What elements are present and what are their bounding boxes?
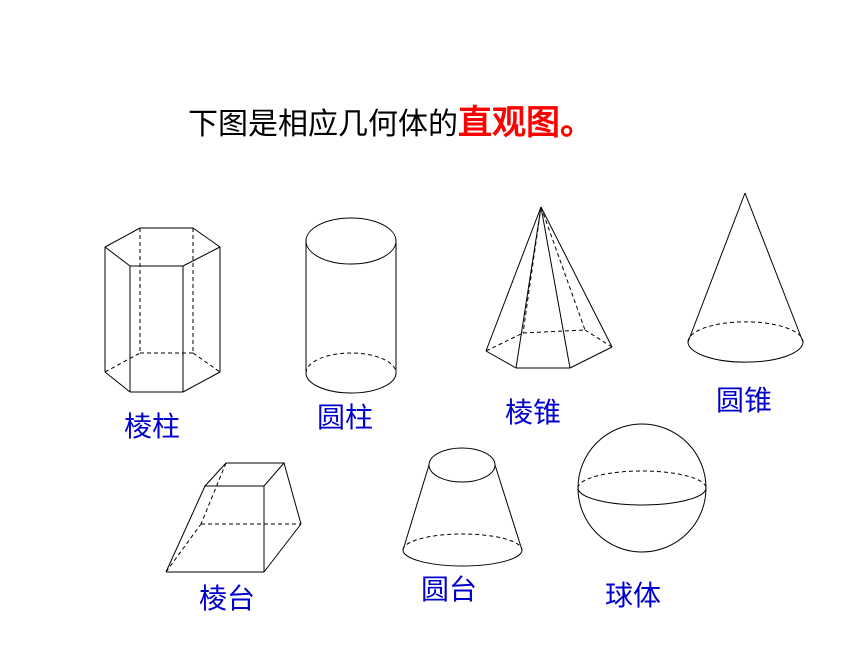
cylinder xyxy=(305,217,397,394)
sphere xyxy=(577,423,707,553)
label-sphere: 球体 xyxy=(605,579,662,612)
label-cylinder: 圆柱 xyxy=(317,401,374,434)
label-cone: 圆锥 xyxy=(716,384,773,417)
pyramid-frustum xyxy=(165,462,302,573)
hexagonal-pyramid xyxy=(485,206,613,369)
title-prefix: 下图是相应几何体的 xyxy=(188,107,458,142)
hexagonal-prism xyxy=(104,227,221,393)
page-title: 下图是相应几何体的直观图。 xyxy=(188,98,594,148)
label-pyramid: 棱锥 xyxy=(505,396,562,429)
label-prism: 棱柱 xyxy=(124,410,181,443)
cone-frustum xyxy=(402,447,523,567)
label-frustum-pyramid: 棱台 xyxy=(199,582,256,615)
label-frustum-cone: 圆台 xyxy=(421,573,478,606)
cone xyxy=(687,192,804,363)
title-highlight: 直观图。 xyxy=(458,103,594,143)
